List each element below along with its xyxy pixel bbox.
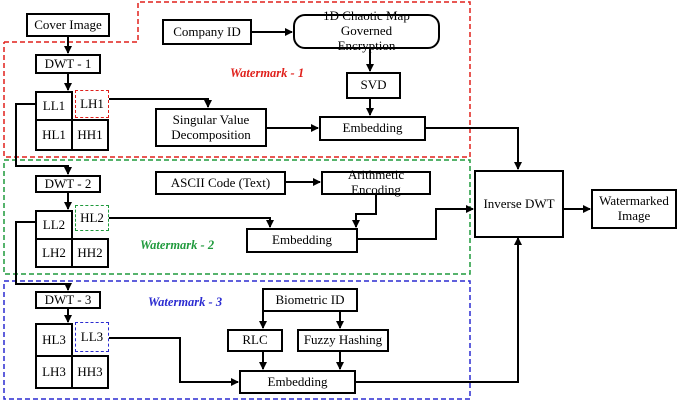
arrow-lh1-svd [109,98,212,108]
arrow-ll3-embed3 [109,337,239,386]
hl3-cell: HL3 [35,323,73,357]
arrow-embed1-inverse [426,127,522,170]
chaotic-map-encryption-box: 1D Chaotic Map Governed Encryption [293,8,440,53]
lh1-cell: LH1 [75,90,109,118]
ll1-cell: LL1 [35,91,73,121]
arrow-embed2-inverse [358,205,474,240]
cover-image-box: Cover Image [26,13,110,37]
ll2-cell: LL2 [35,210,73,240]
hh3-cell: HH3 [71,355,109,389]
chaotic-map-line1: 1D Chaotic Map Governed [323,8,410,39]
watermark-1-label: Watermark - 1 [230,66,305,80]
arrow-arith-embed2 [352,195,377,228]
chaotic-map-line2: Encryption [337,37,396,53]
hh1-cell: HH1 [71,119,109,151]
company-id-box: Company ID [162,19,252,45]
fuzzy-hashing-box: Fuzzy Hashing [297,329,389,352]
rlc-box: RLC [227,329,283,352]
watermarked-line2: Image [617,208,651,223]
embedding-1-box: Embedding [319,116,426,141]
embedding-3-box: Embedding [239,370,356,394]
arrow-ll2-dwt3 [15,221,72,291]
hh2-cell: HH2 [71,238,109,268]
hl2-cell: HL2 [75,205,109,231]
arrow-hl2-embed2 [109,217,274,228]
biometric-id-box: Biometric ID [262,288,358,312]
lh3-cell: LH3 [35,355,73,389]
watermark-1-region [3,1,471,158]
dwt-2-box: DWT - 2 [35,175,101,193]
singular-line1: Singular Value [172,111,250,127]
arrow-ll1-dwt2 [15,103,72,175]
hl1-cell: HL1 [35,119,73,151]
singular-line2: Decomposition [171,126,251,142]
arithmetic-encoding-box: Arithmetic Encoding [321,167,431,197]
dwt-3-box: DWT - 3 [35,291,101,309]
watermark-2-region [3,159,471,275]
svd-box: SVD [346,72,401,99]
lh2-cell: LH2 [35,238,73,268]
embedding-2-box: Embedding [246,228,358,253]
arrow-embed3-inverse [356,237,522,383]
watermarked-image-box: Watermarked Image [591,189,677,229]
ll3-cell: LL3 [75,322,109,352]
singular-value-decomposition-box: Singular Value Decomposition [155,108,267,147]
watermark-3-label: Watermark - 3 [148,295,223,309]
ascii-code-box: ASCII Code (Text) [155,171,286,195]
watermark-3-region [3,280,471,400]
inverse-dwt-box: Inverse DWT [474,170,564,238]
dwt-1-box: DWT - 1 [35,54,101,74]
watermarked-line1: Watermarked [599,193,669,209]
watermark-2-label: Watermark - 2 [140,238,215,252]
